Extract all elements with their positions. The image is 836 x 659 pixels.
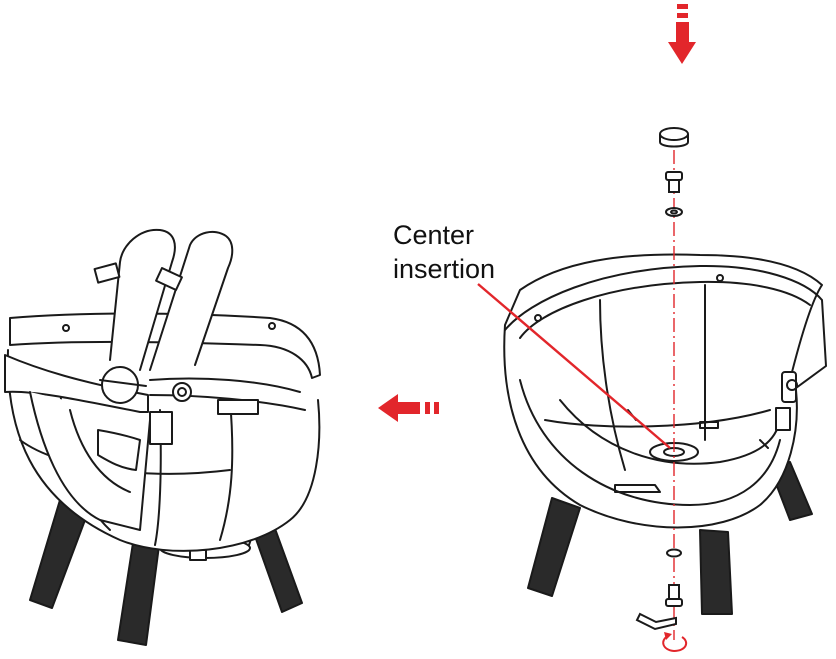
washer-icon [665,207,683,217]
cap-icon [659,127,689,148]
callout-leader-line [477,283,671,449]
assembled-seat [4,228,321,646]
lower-washer-icon [666,548,682,558]
assembled-seat-legs [29,499,303,646]
screw-icon [665,171,683,193]
allen-key-icon [635,612,677,631]
callout-label-line2: insertion [393,254,496,284]
lower-screw-icon [665,584,683,607]
rotate-icon [662,632,688,653]
callout-label-line1: Center [393,220,475,250]
down-arrow-icon [668,4,696,64]
exploded-seat [503,253,827,615]
left-arrow-icon [378,394,439,422]
exploded-seat-legs [527,461,813,615]
